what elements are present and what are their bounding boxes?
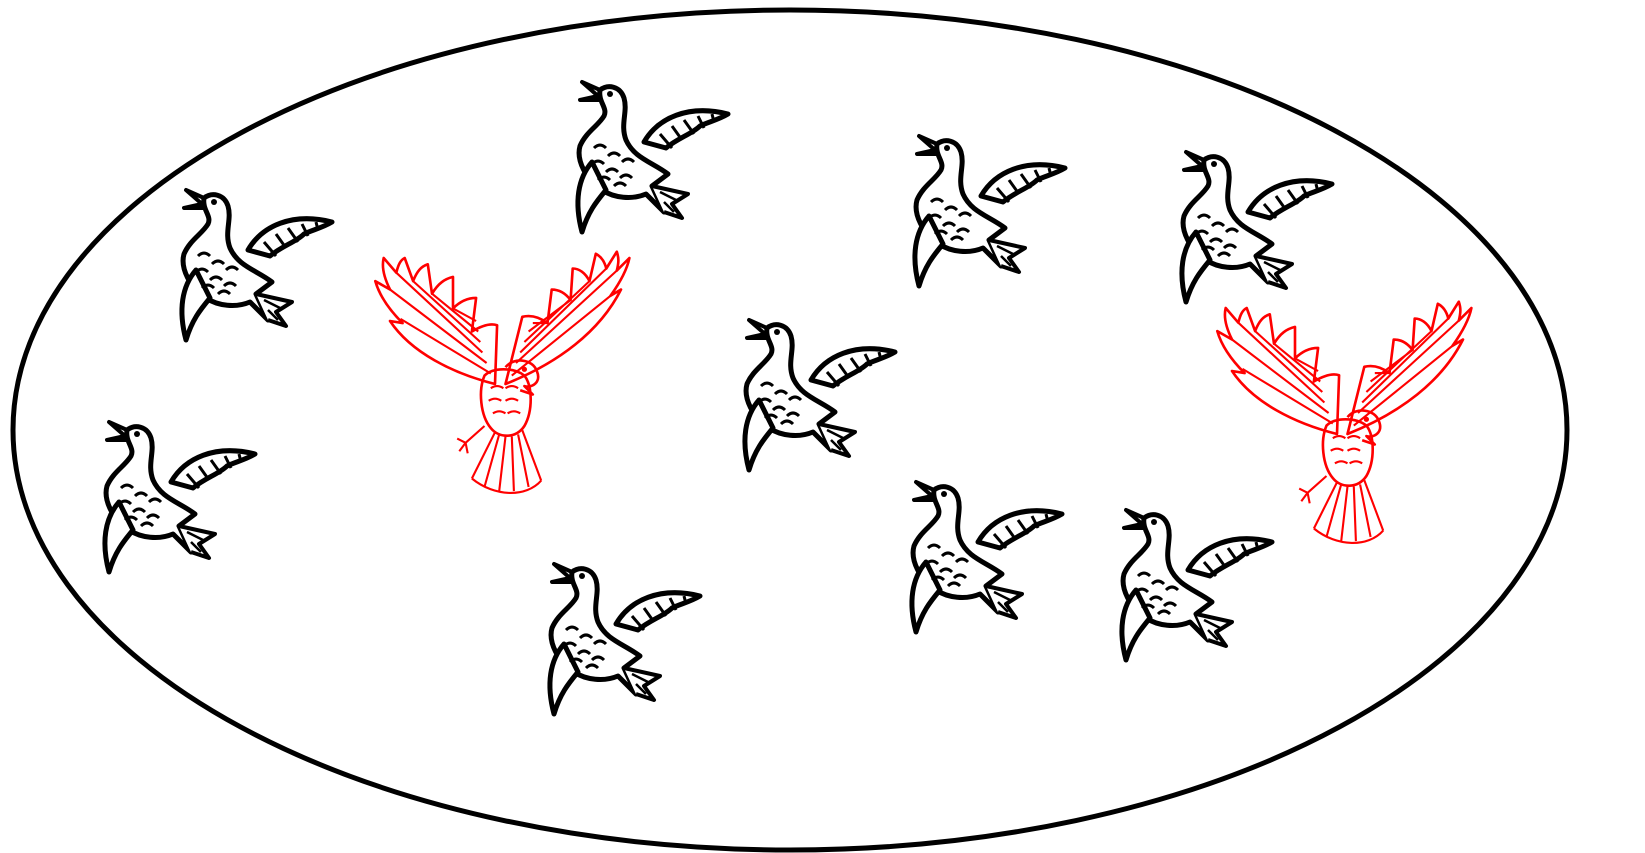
scene xyxy=(0,0,1645,853)
